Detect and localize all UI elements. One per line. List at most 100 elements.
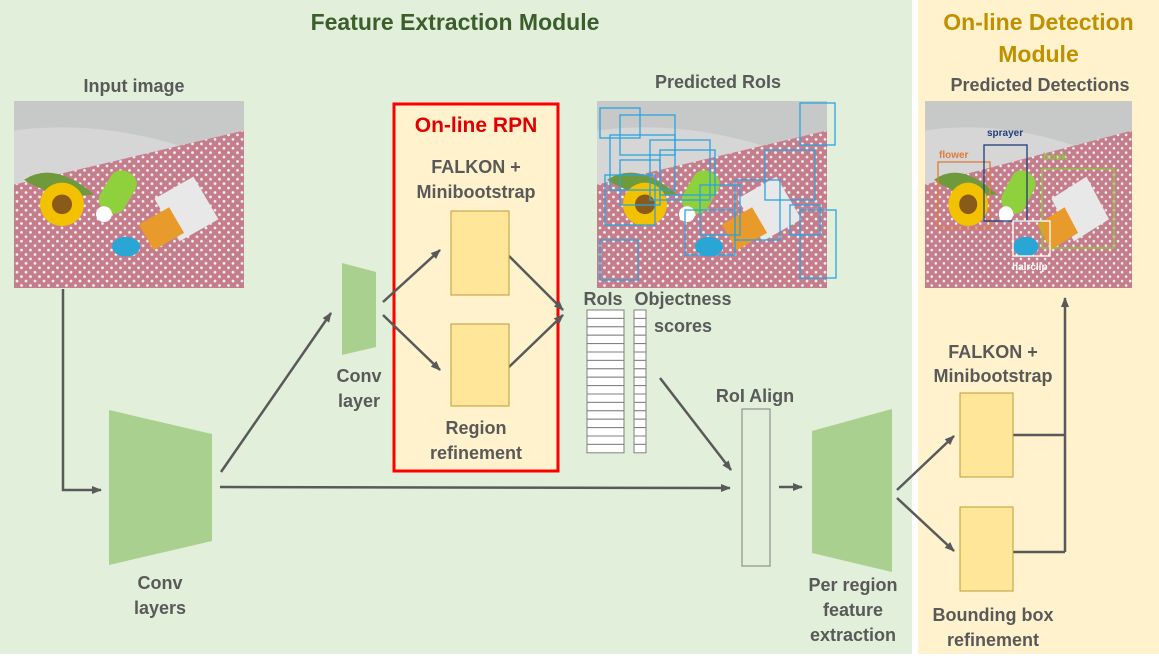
roi-box [799, 102, 836, 146]
bbox-refinement-label-line2: refinement [946, 630, 1040, 650]
rois-row [586, 410, 625, 420]
rpn-falkon-label-line1: FALKON + [431, 157, 521, 177]
rpn-falkon-block [450, 210, 510, 296]
arrow-conv-to-roi-align [219, 483, 731, 492]
objectness-scores-label-line2: scores [653, 316, 713, 336]
rois-row [586, 359, 625, 370]
rpn-refinement-block [450, 323, 510, 407]
arrow-input-to-conv [61, 289, 102, 494]
roi-box [609, 134, 676, 191]
predicted-rois-label: Predicted RoIs [654, 72, 782, 92]
conv-layer-label-line2: layer [337, 391, 381, 411]
objectness-score-cell [633, 359, 647, 370]
roi-box [734, 179, 781, 241]
rois-row [586, 418, 625, 429]
conv-layers-label-line1: Conv [137, 573, 183, 593]
arrow-conv-layer-to-rpn-top [382, 249, 441, 303]
conv-layers-label-line2: layers [133, 598, 187, 618]
per-region-feature-block [812, 409, 892, 572]
objectness-score-cell [633, 401, 647, 412]
det-falkon-block [959, 392, 1014, 478]
arrow-rois-to-roi-align [659, 377, 732, 471]
objectness-score-cell [633, 385, 647, 395]
arrow-rpn-bottom-to-rois [508, 314, 564, 368]
detection-tag-hairclip: hairclip [1012, 262, 1048, 273]
detection-tag-sprayer: sprayer [987, 128, 1024, 139]
arrow-conv-to-conv-layer [219, 312, 333, 473]
arrow-per-region-to-falkon [896, 435, 955, 491]
input-image-label: Input image [83, 76, 185, 96]
feature-extraction-title: Feature Extraction Module [310, 9, 600, 35]
online-detection-title-line1: On-line Detection [943, 9, 1134, 35]
roi-box [649, 139, 711, 201]
roi-box [699, 184, 741, 236]
rois-row [586, 376, 625, 387]
roi-boxes [599, 102, 837, 281]
conv-layer-label-line1: Conv [336, 366, 382, 386]
rois-row [586, 443, 625, 454]
roi-box [789, 204, 821, 236]
per-region-label-line1: Per region [808, 575, 898, 595]
rois-label: RoIs [583, 289, 623, 309]
det-falkon-label-line1: FALKON + [948, 342, 1038, 362]
rois-row [586, 351, 625, 361]
per-region-label-line3: extraction [809, 625, 897, 645]
rois-row [586, 368, 625, 378]
rois-row [586, 393, 625, 403]
roi-align-block [741, 408, 771, 567]
online-detection-title-line2: Module [998, 41, 1079, 67]
conv-layer-block [342, 263, 376, 355]
rois-row [586, 317, 625, 328]
detection-boxes [937, 144, 1115, 257]
predicted-detections-image [925, 101, 1132, 288]
objectness-score-cell [633, 418, 647, 429]
region-refinement-label-line2: refinement [429, 443, 523, 463]
region-refinement-label-line1: Region [445, 418, 507, 438]
roi-box [619, 159, 661, 206]
objectness-score-cell [633, 343, 647, 353]
detection-box-book [1041, 168, 1115, 249]
arrow-rpn-top-to-rois [508, 255, 564, 311]
connectors [61, 249, 1069, 554]
objectness-scores-label-line1: Objectness [634, 289, 732, 309]
objectness-scores-table [633, 309, 647, 454]
detection-tag-book: book [1043, 152, 1067, 163]
rois-row [586, 401, 625, 412]
objectness-score-cell [633, 351, 647, 361]
input-image [14, 101, 244, 288]
detection-box-hairclip [1012, 220, 1051, 257]
objectness-score-cell [633, 393, 647, 403]
objectness-score-cell [633, 427, 647, 437]
conv-layers-block [109, 410, 212, 565]
predicted-detections-label: Predicted Detections [950, 75, 1130, 95]
roi-box [764, 149, 816, 201]
objectness-score-cell [633, 435, 647, 445]
objectness-score-cell [633, 368, 647, 378]
per-region-label-line2: feature [822, 600, 884, 620]
arrow-conv-layer-to-rpn-bottom [382, 314, 441, 371]
det-bbox-block [959, 506, 1014, 592]
rois-row [586, 427, 625, 437]
roi-box [619, 114, 676, 156]
objectness-score-cell [633, 443, 647, 454]
objectness-score-cell [633, 376, 647, 387]
rpn-falkon-label-line2: Minibootstrap [416, 182, 536, 202]
arrow-per-region-to-bbox [896, 497, 955, 552]
objectness-score-cell [633, 410, 647, 420]
detection-box-flower [937, 161, 991, 229]
rois-row [586, 385, 625, 395]
roi-box [799, 209, 837, 279]
roi-box [599, 239, 639, 281]
detection-tag-flower: flower [939, 150, 969, 161]
online-rpn-module-bg [392, 102, 560, 473]
rois-row [586, 326, 625, 336]
bbox-refinement-label-line1: Bounding box [932, 605, 1054, 625]
rois-row [586, 435, 625, 445]
roi-align-label: RoI Align [715, 386, 795, 406]
online-detection-module-bg [918, 0, 1159, 654]
rois-row [586, 343, 625, 353]
rois-table [586, 309, 625, 454]
online-rpn-title: On-line RPN [414, 114, 538, 137]
